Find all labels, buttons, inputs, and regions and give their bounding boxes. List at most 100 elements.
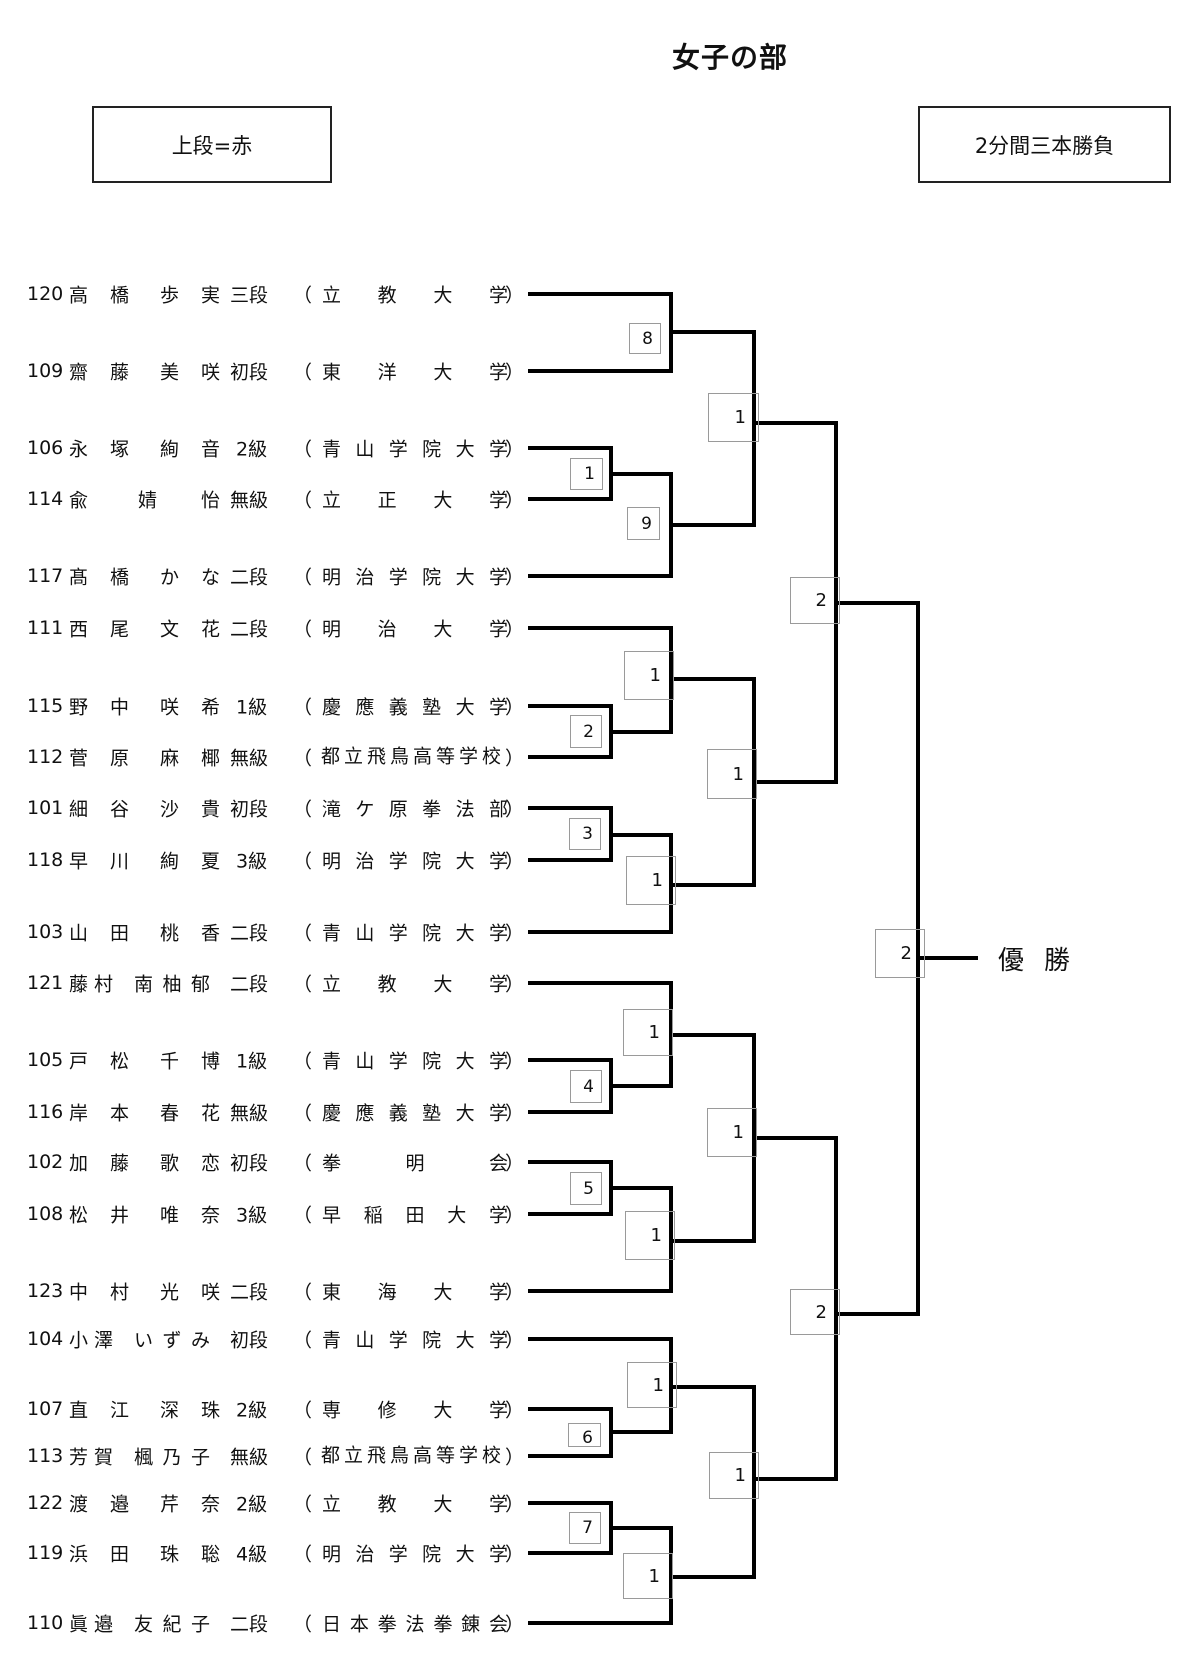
char: 賀 [93,1446,113,1469]
open-paren: （ [293,284,313,307]
open-paren: （ [293,566,313,589]
char: 山 [355,1329,375,1352]
player-given-name: 沙貴 [160,795,220,822]
char: 立 [322,973,342,996]
char: 眞 [69,1613,89,1636]
char: 大 [433,489,453,512]
close-paren: ） [505,1543,525,1566]
open-paren: （ [293,1493,313,1516]
player-family-name: 眞邉 [69,1610,113,1637]
char: 院 [422,438,442,461]
player-affiliation: 慶應義塾大学 [322,693,508,720]
match-number-box: 1 [709,1452,759,1499]
char: 桃 [160,922,180,945]
player-rank: 無級 [230,1446,269,1469]
char: 椰 [200,747,220,770]
match-number-box: 1 [623,1553,673,1599]
player-rank: 二段 [230,1281,269,1304]
match-number-box: 7 [569,1512,601,1544]
close-paren: ） [505,1493,525,1516]
char: 大 [455,850,475,873]
player-rank: 1級 [236,696,268,719]
player-given-name: 唯奈 [160,1201,220,1228]
char: 治 [377,618,397,641]
char: 大 [433,1281,453,1304]
player-number: 115 [27,695,64,717]
char: 学 [488,361,508,384]
char: 大 [433,1493,453,1516]
player-affiliation: 立教大学 [322,970,508,997]
match-number: 1 [732,1122,744,1143]
char: 洋 [377,361,397,384]
char: 芳 [69,1446,89,1469]
player-affiliation: 明治大学 [322,615,508,642]
match-format-note: 2分間三本勝負 [918,106,1171,183]
close-paren: ） [505,1204,525,1227]
char: 音 [200,438,220,461]
char: 拳 [377,1613,397,1636]
player-family-name: 芳賀 [69,1443,113,1470]
char: 大 [455,1050,475,1073]
char: 咲 [200,361,220,384]
player-given-name: 歌恋 [160,1149,220,1176]
char: 直 [69,1399,89,1422]
char: 拳 [422,798,442,821]
player-family-name: 藤村 [69,970,113,997]
match-number-box: 1 [708,393,759,442]
player-affiliation: 青山学院大学 [322,919,508,946]
char: 正 [377,489,397,512]
open-paren: （ [293,438,313,461]
player-affiliation: 都立飛鳥高等学校 [320,745,505,768]
match-number-box: 5 [570,1172,602,1205]
player-family-name: 山田 [69,919,129,946]
char: 唯 [160,1204,180,1227]
char: 戸 [69,1050,89,1073]
open-paren: （ [293,1329,313,1352]
char: 青 [322,922,342,945]
char: ケ [355,798,375,821]
player-given-name: 婧怡 [138,486,220,513]
player-rank: 二段 [230,973,269,996]
player-family-name: 岸本 [69,1099,129,1126]
champion-label: 優勝 [998,946,1091,976]
player-number: 122 [27,1492,64,1514]
char: 治 [355,850,375,873]
player-family-name: 小澤 [69,1326,113,1353]
player-rank: 初段 [230,1152,269,1175]
page-title: 女子の部 [671,41,788,74]
player-number: 109 [27,360,64,382]
char: 山 [355,1050,375,1073]
player-affiliation: 立教大学 [322,281,508,308]
char: 会 [488,1613,508,1636]
char: ず [162,1329,182,1352]
char: 学 [488,696,508,719]
player-affiliation: 青山学院大学 [322,435,508,462]
char: 立 [322,489,342,512]
close-paren: ） [505,1329,525,1352]
char: 学 [388,1329,408,1352]
match-number: 6 [582,1428,593,1447]
player-number: 112 [27,746,64,768]
char: 学 [488,1204,508,1227]
char: 山 [355,438,375,461]
player-rank: 無級 [230,747,269,770]
char: 麻 [160,747,180,770]
open-paren: （ [293,922,313,945]
char: 明 [322,1543,342,1566]
close-paren: ） [505,489,525,512]
char: 大 [455,566,475,589]
player-rank: 初段 [230,1329,269,1352]
close-paren: ） [505,1152,525,1175]
open-paren: （ [293,1399,313,1422]
char: 松 [109,1050,129,1073]
player-given-name: 楓乃子 [134,1443,210,1470]
char: 婧 [138,489,158,512]
char: 学 [488,850,508,873]
